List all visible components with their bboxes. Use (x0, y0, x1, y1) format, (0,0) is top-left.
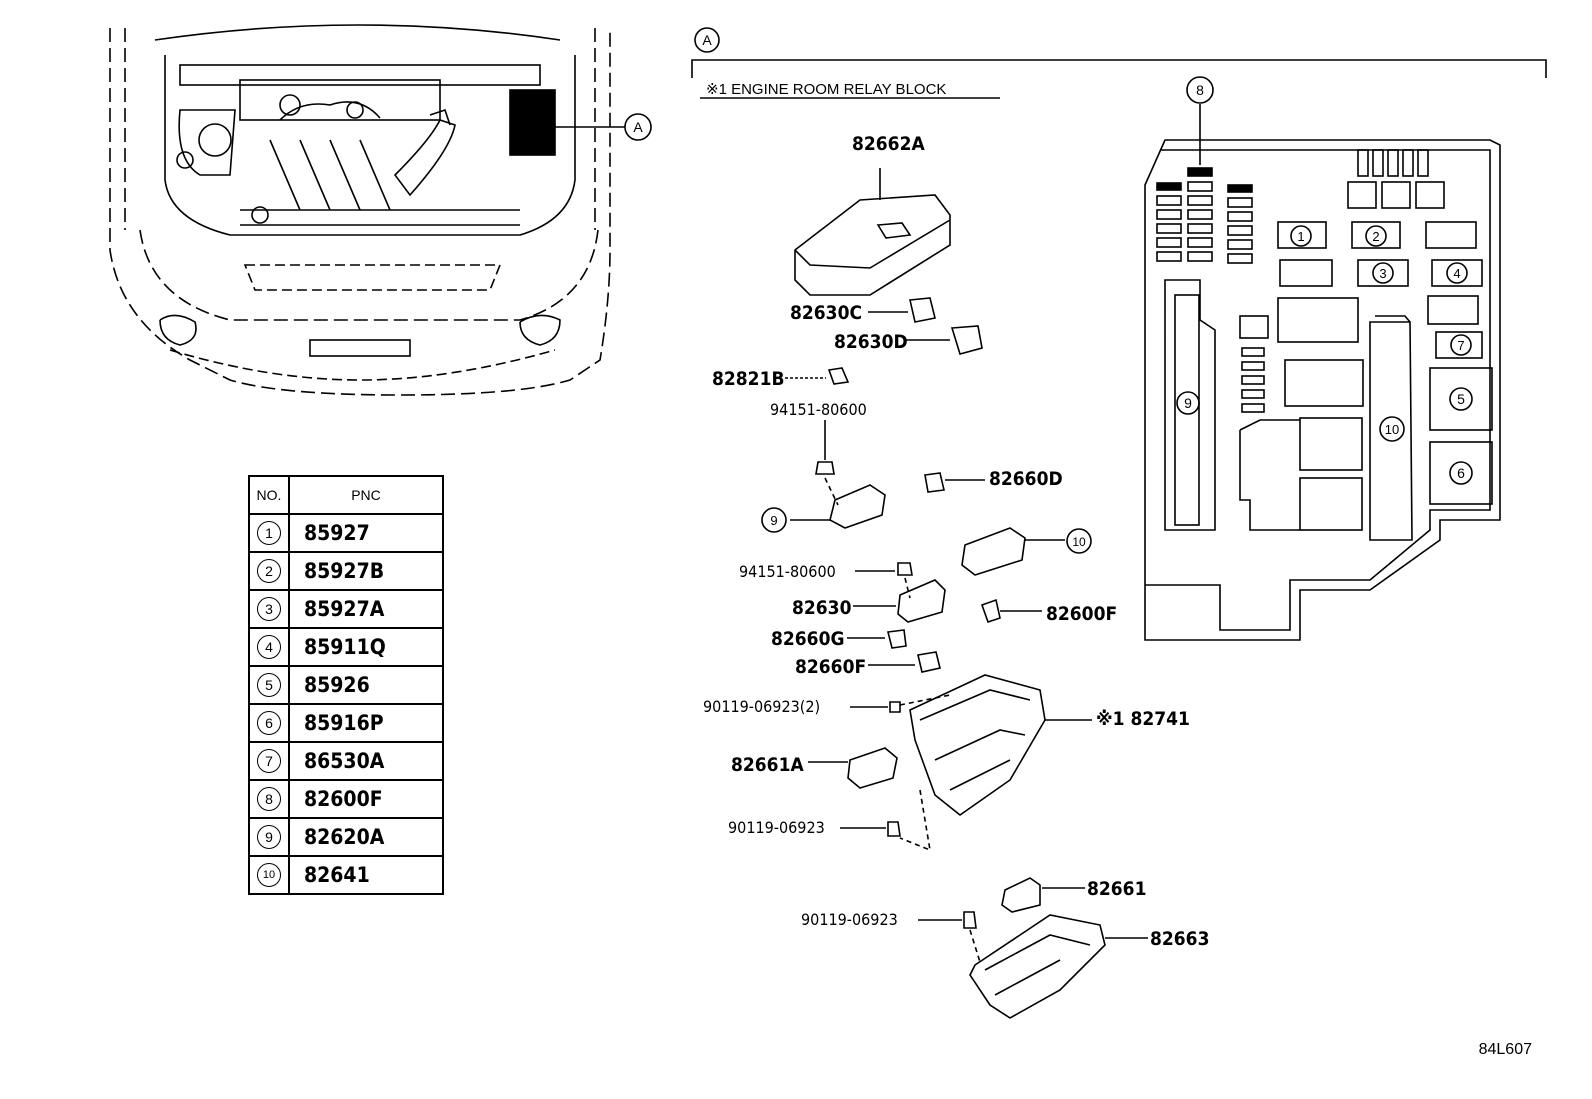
table-row: 2 85927B (248, 551, 444, 591)
label-82660G: 82660G (771, 628, 845, 650)
table-row: 9 82620A (248, 817, 444, 857)
fuse-column-left (1156, 182, 1182, 262)
row-number: 9 (257, 825, 281, 849)
fuse-column-mid (1187, 167, 1213, 262)
table-row: 6 85916P (248, 703, 444, 743)
relay-num-10: 10 (1385, 422, 1399, 437)
section-title: ※1 ENGINE ROOM RELAY BLOCK (706, 81, 946, 98)
diagram-code: 84L607 (1478, 1041, 1532, 1058)
label-82662A: 82662A (852, 133, 925, 155)
row-number: 8 (257, 787, 281, 811)
engine-bay-illustration (109, 24, 652, 396)
label-82630C: 82630C (790, 302, 862, 324)
table-row: 5 85926 (248, 665, 444, 705)
label-82741: ※1 82741 (1096, 708, 1190, 730)
fuse-column-right (1227, 184, 1253, 264)
label-94151-b: 94151-80600 (739, 562, 836, 581)
table-row: 3 85927A (248, 589, 444, 629)
part-callout-10: 10 (1072, 535, 1086, 549)
label-90119-c: 90119-06923 (801, 910, 898, 929)
label-82660D: 82660D (989, 468, 1063, 490)
section-marker: A (702, 32, 712, 48)
label-82661A: 82661A (731, 754, 804, 776)
row-number: 6 (257, 711, 281, 735)
label-90119-a: 90119-06923(2) (703, 697, 820, 716)
row-number: 10 (257, 863, 281, 887)
row-number: 2 (257, 559, 281, 583)
label-82630D: 82630D (834, 331, 908, 353)
label-82630: 82630 (792, 597, 852, 619)
row-number: 5 (257, 673, 281, 697)
row-number: 1 (257, 521, 281, 545)
table-row: 7 86530A (248, 741, 444, 781)
row-pnc: 85911Q (288, 627, 444, 667)
pnc-table: NO. PNC 1 85927 2 85927B 3 85927A 4 85911Q 5 8592… (248, 475, 444, 895)
row-pnc: 85927B (288, 551, 444, 591)
row-number: 3 (257, 597, 281, 621)
row-pnc: 85927A (288, 589, 444, 629)
relay-num-5: 5 (1457, 391, 1465, 407)
part-callout-9: 9 (770, 513, 777, 528)
row-pnc: 82620A (288, 817, 444, 857)
relay-num-7: 7 (1457, 338, 1464, 353)
row-pnc: 82641 (288, 855, 444, 895)
table-row: 10 82641 (248, 855, 444, 895)
label-94151-a: 94151-80600 (770, 400, 867, 419)
exploded-parts (761, 168, 1148, 1019)
label-82600F: 82600F (1046, 603, 1117, 625)
row-pnc: 85927 (288, 513, 444, 553)
label-82821B: 82821B (712, 368, 785, 390)
relay-num-3: 3 (1379, 266, 1386, 281)
row-number: 7 (257, 749, 281, 773)
row-pnc: 82600F (288, 779, 444, 819)
callout-a-marker: A (633, 119, 643, 135)
relay-num-9: 9 (1184, 395, 1192, 411)
label-82660F: 82660F (795, 656, 866, 678)
row-pnc: 85926 (288, 665, 444, 705)
label-82663: 82663 (1150, 928, 1209, 950)
relay-num-8: 8 (1196, 82, 1204, 98)
relay-num-6: 6 (1457, 465, 1465, 481)
row-pnc: 86530A (288, 741, 444, 781)
table-row: 1 85927 (248, 513, 444, 553)
relay-num-4: 4 (1453, 266, 1460, 281)
relay-num-2: 2 (1372, 229, 1379, 244)
row-pnc: 85916P (288, 703, 444, 743)
relay-block-layout (1144, 76, 1501, 641)
header-pnc: PNC (288, 475, 444, 515)
table-row: 4 85911Q (248, 627, 444, 667)
label-90119-b: 90119-06923 (728, 818, 825, 837)
relay-num-1: 1 (1297, 229, 1304, 244)
label-82661: 82661 (1087, 878, 1146, 900)
header-no: NO. (248, 475, 290, 515)
row-number: 4 (257, 635, 281, 659)
table-row: 8 82600F (248, 779, 444, 819)
section-header-rule (691, 27, 1547, 99)
